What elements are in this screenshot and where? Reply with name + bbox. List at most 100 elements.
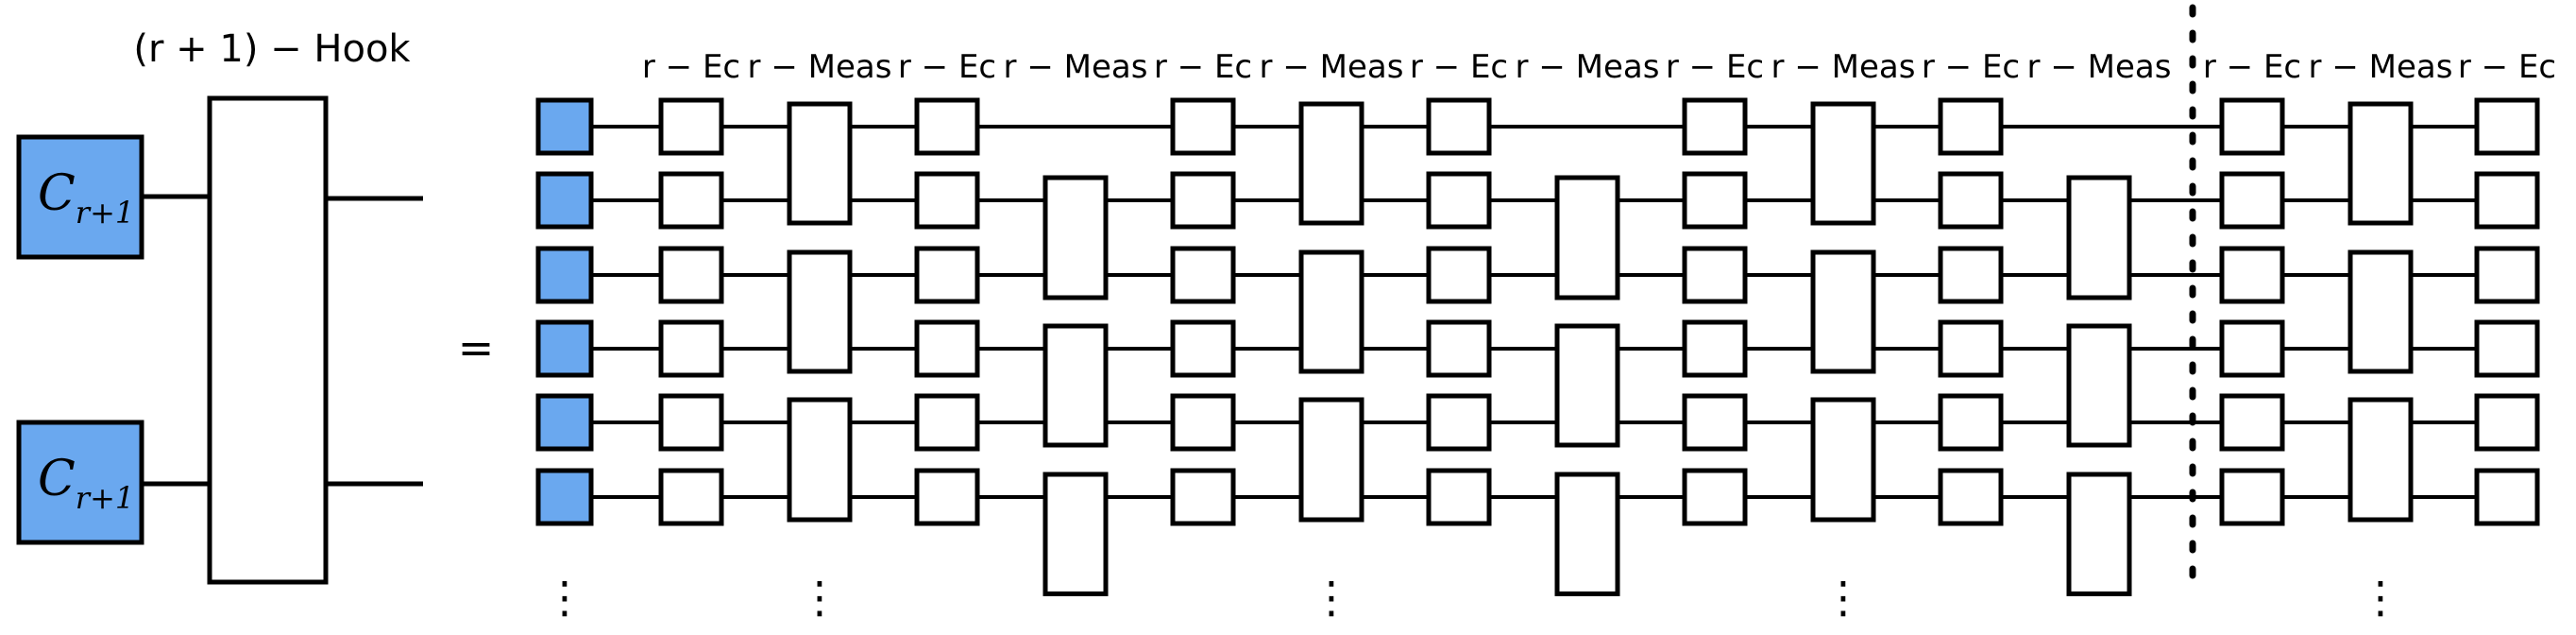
meas-gate-c1-2: [787, 249, 853, 374]
equals-sign: =: [458, 322, 495, 373]
meas-gate-c4-1: [1554, 175, 1620, 300]
meas-gate-c4-3: [1554, 472, 1620, 596]
ec-gate-c5-r2: [1682, 171, 1748, 230]
meas-gate-c2-1: [1042, 175, 1109, 300]
ec-gate-c3-r2: [1170, 171, 1236, 230]
ec-gate-c6-r2: [1938, 171, 2004, 230]
column-label-15: r − Ec: [2458, 48, 2556, 86]
c-box-top-label: Cr+1: [38, 165, 134, 231]
ec-gate-c1-r6: [658, 468, 724, 526]
column-label-12: r − Meas: [2027, 48, 2172, 86]
ec-gate-c7-r4: [2219, 319, 2285, 378]
ec-gate-c8-r5: [2474, 393, 2540, 452]
meas-gate-c7-2: [2347, 249, 2414, 374]
ec-gate-c5-r6: [1682, 468, 1748, 526]
hook-title: (r + 1) − Hook: [133, 27, 411, 71]
column-label-11: r − Ec: [1922, 48, 2020, 86]
meas-gate-c5-1: [1810, 101, 1876, 226]
ec-gate-c4-r3: [1426, 246, 1492, 304]
column-label-3: r − Ec: [898, 48, 996, 86]
column-label-14: r − Meas: [2309, 48, 2453, 86]
meas-gate-c2-3: [1042, 472, 1109, 596]
c-box-top-rect: [16, 134, 144, 260]
ec-gate-c2-r4: [914, 319, 980, 378]
ec-gate-c6-r3: [1938, 246, 2004, 304]
meas-gate-c4-2: [1554, 323, 1620, 448]
meas-gate-c1-3: [787, 397, 853, 523]
vertical-dots-4: ⋮: [1822, 572, 1865, 623]
meas-gate-c1-1: [787, 101, 853, 226]
ec-gate-c5-r1: [1682, 97, 1748, 156]
c-box-top: Cr+1: [16, 134, 144, 260]
ec-gate-c7-r3: [2219, 246, 2285, 304]
ec-gate-c5-r3: [1682, 246, 1748, 304]
ec-gate-c4-r2: [1426, 171, 1492, 230]
ec-gate-c8-r2: [2474, 171, 2540, 230]
meas-gate-c7-3: [2347, 397, 2414, 523]
meas-gate-c7-1: [2347, 101, 2414, 226]
c-box-bottom-label: Cr+1: [38, 451, 134, 516]
ec-gate-c8-r4: [2474, 319, 2540, 378]
ec-gate-c1-r1: [658, 97, 724, 156]
column-label-1: r − Ec: [642, 48, 740, 86]
ec-gate-c7-r2: [2219, 171, 2285, 230]
c-ancilla-3: [535, 246, 594, 304]
c-box-bottom-rect: [16, 420, 144, 545]
ec-gate-c8-r3: [2474, 246, 2540, 304]
ec-gate-c2-r2: [914, 171, 980, 230]
meas-gate-c6-2: [2066, 323, 2132, 448]
hook-block-left: (r + 1) − Hook Cr+1 Cr+1: [16, 27, 423, 585]
c-box-bottom: Cr+1: [16, 420, 144, 545]
meas-gate-c2-2: [1042, 323, 1109, 448]
ec-gate-c4-r1: [1426, 97, 1492, 156]
ec-gate-c3-r1: [1170, 97, 1236, 156]
column-label-4: r − Meas: [1004, 48, 1148, 86]
vertical-dots-5: ⋮: [2359, 572, 2402, 623]
column-label-8: r − Meas: [1516, 48, 1660, 86]
ec-gate-c4-r6: [1426, 468, 1492, 526]
meas-gate-c5-3: [1810, 397, 1876, 523]
column-label-2: r − Meas: [748, 48, 892, 86]
meas-gate-c3-2: [1298, 249, 1364, 374]
ec-gate-c2-r6: [914, 468, 980, 526]
ec-gate-c4-r5: [1426, 393, 1492, 452]
column-label-13: r − Ec: [2203, 48, 2301, 86]
circuit-gates: [535, 97, 2540, 596]
ec-gate-c7-r6: [2219, 468, 2285, 526]
ec-gate-c1-r5: [658, 393, 724, 452]
ec-gate-c3-r6: [1170, 468, 1236, 526]
ec-gate-c1-r3: [658, 246, 724, 304]
column-label-9: r − Ec: [1666, 48, 1764, 86]
ec-gate-c8-r6: [2474, 468, 2540, 526]
column-label-10: r − Meas: [1771, 48, 1916, 86]
meas-gate-c3-3: [1298, 397, 1364, 523]
ec-gate-c2-r5: [914, 393, 980, 452]
vertical-dots-1: ⋮: [543, 572, 586, 623]
circuit-wires: [565, 125, 2538, 499]
meas-gate-c6-3: [2066, 472, 2132, 596]
ec-gate-c7-r5: [2219, 393, 2285, 452]
ec-gate-c6-r5: [1938, 393, 2004, 452]
ec-gate-c4-r4: [1426, 319, 1492, 378]
c-ancilla-6: [535, 468, 594, 526]
ec-gate-c6-r4: [1938, 319, 2004, 378]
ec-gate-c5-r5: [1682, 393, 1748, 452]
c-ancilla-2: [535, 171, 594, 230]
meas-gate-c5-2: [1810, 249, 1876, 374]
ec-gate-c1-r4: [658, 319, 724, 378]
ec-gate-c1-r2: [658, 171, 724, 230]
meas-gate-c6-1: [2066, 175, 2132, 300]
column-label-6: r − Meas: [1260, 48, 1404, 86]
column-label-7: r − Ec: [1410, 48, 1508, 86]
c-ancilla-1: [535, 97, 594, 156]
ec-gate-c3-r4: [1170, 319, 1236, 378]
c-ancilla-4: [535, 319, 594, 378]
ec-gate-c2-r3: [914, 246, 980, 304]
ec-gate-c7-r1: [2219, 97, 2285, 156]
column-label-5: r − Ec: [1154, 48, 1252, 86]
c-ancilla-5: [535, 393, 594, 452]
ec-gate-c5-r4: [1682, 319, 1748, 378]
